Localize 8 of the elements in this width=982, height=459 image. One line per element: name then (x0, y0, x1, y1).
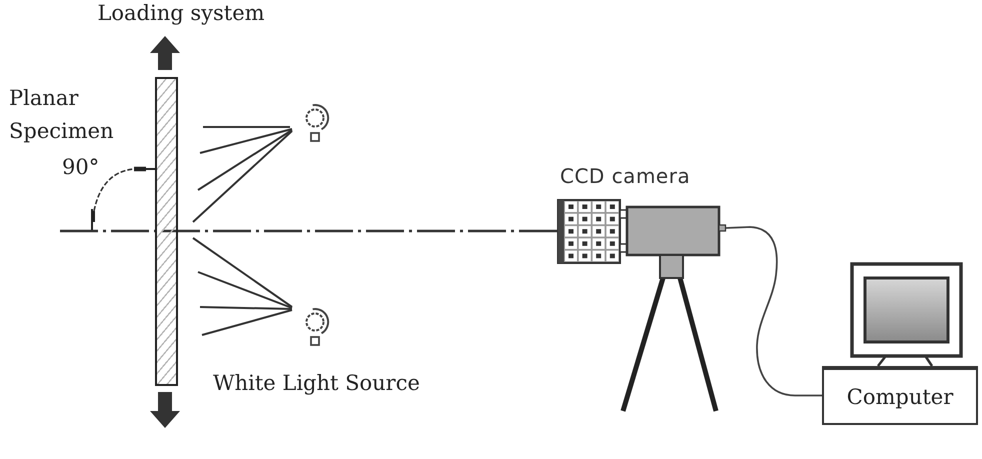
cable (726, 226, 822, 396)
computer-box (822, 366, 978, 425)
specimen-label: Planar Specimen (9, 85, 114, 145)
loading-system-label: Loading system (97, 0, 265, 26)
camera-label: CCD camera (560, 164, 690, 188)
angle-label: 90° (62, 154, 100, 180)
computer-label: Computer (846, 384, 954, 410)
light-source-label: White Light Source (213, 370, 420, 396)
